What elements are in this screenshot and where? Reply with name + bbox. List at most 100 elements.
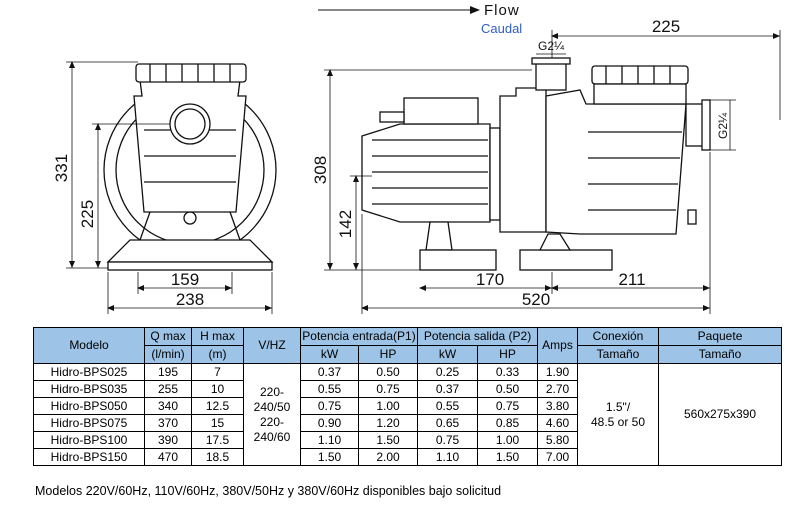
dim-front-331: 331 [52,154,71,182]
cell-p1kw: 0.90 [300,414,359,432]
col-qmax-unit: (l/min) [144,345,192,364]
cell-p2hp: 1.00 [476,431,539,449]
side-dimensions [324,30,781,314]
cell-amps: 5.80 [537,431,579,449]
cell-modelo: Hidro-BPS150 [33,448,145,466]
front-dimensions [66,61,273,314]
cell-p1kw: 0.75 [300,397,359,415]
thread-top-label: G2¼ [538,39,565,53]
spec-table: Modelo Q max H max V/HZ Potencia entrada… [33,327,783,466]
table-row: Hidro-BPS150 470 18.5 1.50 2.00 1.10 1.5… [33,448,782,466]
cell-p2hp: 0.75 [476,397,539,415]
cell-p2hp: 0.85 [476,414,539,432]
cell-modelo: Hidro-BPS035 [33,380,145,398]
cell-h: 12.5 [191,397,244,415]
cell-modelo: Hidro-BPS075 [33,414,145,432]
cell-p2hp: 1.50 [476,448,539,466]
cell-p1kw: 0.55 [300,380,359,398]
col-modelo: Modelo [33,327,145,364]
cell-vhz: 220- 240/50 220- 240/60 [243,363,301,466]
vhz-line: 220- [259,384,285,399]
cell-modelo: Hidro-BPS100 [33,431,145,449]
pump-front-view [103,63,277,271]
cell-h: 17.5 [191,431,244,449]
cell-p1kw: 1.50 [300,448,359,466]
cell-q: 195 [144,363,192,381]
pump-side-view [361,57,711,271]
cell-p2hp: 0.50 [476,380,539,398]
col-p1: Potencia entrada(P1) [300,327,418,346]
table-row: Hidro-BPS075 370 15 0.90 1.20 0.65 0.85 … [33,414,782,432]
cell-p2kw: 0.25 [417,363,478,381]
col-paquete-sub: Tamaño [658,345,783,364]
cell-p1hp: 0.50 [358,363,418,381]
cell-p1hp: 2.00 [358,448,418,466]
vhz-line: 240/50 [253,399,291,414]
cell-q: 255 [144,380,192,398]
cell-modelo: Hidro-BPS025 [33,363,145,381]
conexion-line: 1.5"/ [605,399,631,414]
dim-front-225: 225 [78,200,97,228]
cell-p2kw: 0.55 [417,397,478,415]
col-vhz: V/HZ [243,327,301,364]
dim-side-170: 170 [476,270,504,289]
cell-amps: 1.90 [537,363,579,381]
cell-amps: 2.70 [537,380,579,398]
cell-paquete: 560x275x390 [658,363,783,466]
dim-side-308: 308 [311,156,330,184]
cell-amps: 4.60 [537,414,579,432]
dim-side-225: 225 [652,17,680,36]
col-p2: Potencia salida (P2) [416,327,539,346]
cell-p1hp: 1.20 [358,414,418,432]
dim-side-142: 142 [336,210,355,238]
dim-front-159: 159 [171,270,199,289]
cell-h: 10 [191,380,244,398]
cell-p1kw: 1.10 [300,431,359,449]
col-conexion: Conexión [577,327,660,346]
cell-p1hp: 1.00 [358,397,418,415]
pump-technical-drawing: Flow Caudal [52,2,781,314]
cell-q: 390 [144,431,192,449]
thread-side-label: G2¼ [716,112,730,139]
cell-conexion: 1.5"/ 48.5 or 50 [577,363,660,466]
cell-h: 15 [191,414,244,432]
flow-label: Flow [484,2,520,19]
cell-p2kw: 0.65 [417,414,478,432]
col-p2-kw: kW [417,345,478,364]
col-amps: Amps [537,327,579,364]
cell-p1kw: 0.37 [300,363,359,381]
cell-p1hp: 1.50 [358,431,418,449]
col-qmax: Q max [144,327,192,346]
cell-p2kw: 0.37 [417,380,478,398]
cell-h: 7 [191,363,244,381]
cell-p2kw: 0.75 [417,431,478,449]
cell-p1hp: 0.75 [358,380,418,398]
cell-q: 340 [144,397,192,415]
cell-h: 18.5 [191,448,244,466]
dim-front-238: 238 [176,290,204,309]
cell-q: 370 [144,414,192,432]
footnote: Modelos 220V/60Hz, 110V/60Hz, 380V/50Hz … [35,484,502,498]
cell-q: 470 [144,448,192,466]
caudal-label: Caudal [481,21,522,36]
col-p1-kw: kW [300,345,359,364]
col-conexion-sub: Tamaño [577,345,660,364]
cell-p2kw: 1.10 [417,448,478,466]
col-hmax: H max [191,327,244,346]
col-paquete: Paquete [658,327,783,346]
vhz-line: 240/60 [253,429,291,444]
table-row: Hidro-BPS025 195 7 220- 240/50 220- 240/… [33,363,783,466]
col-p1-hp: HP [358,345,418,364]
conexion-line: 48.5 or 50 [590,414,646,429]
table-row: Hidro-BPS035 255 10 0.55 0.75 0.37 0.50 … [33,380,782,398]
cell-amps: 3.80 [537,397,579,415]
dim-side-520: 520 [522,290,550,309]
col-p2-hp: HP [476,345,539,364]
flow-indicator: Flow Caudal [318,2,522,36]
vhz-line: 220- [259,414,285,429]
cell-p2hp: 0.33 [476,363,539,381]
dim-side-211: 211 [618,270,645,289]
cell-amps: 7.00 [537,448,579,466]
col-hmax-unit: (m) [191,345,244,364]
cell-modelo: Hidro-BPS050 [33,397,145,415]
